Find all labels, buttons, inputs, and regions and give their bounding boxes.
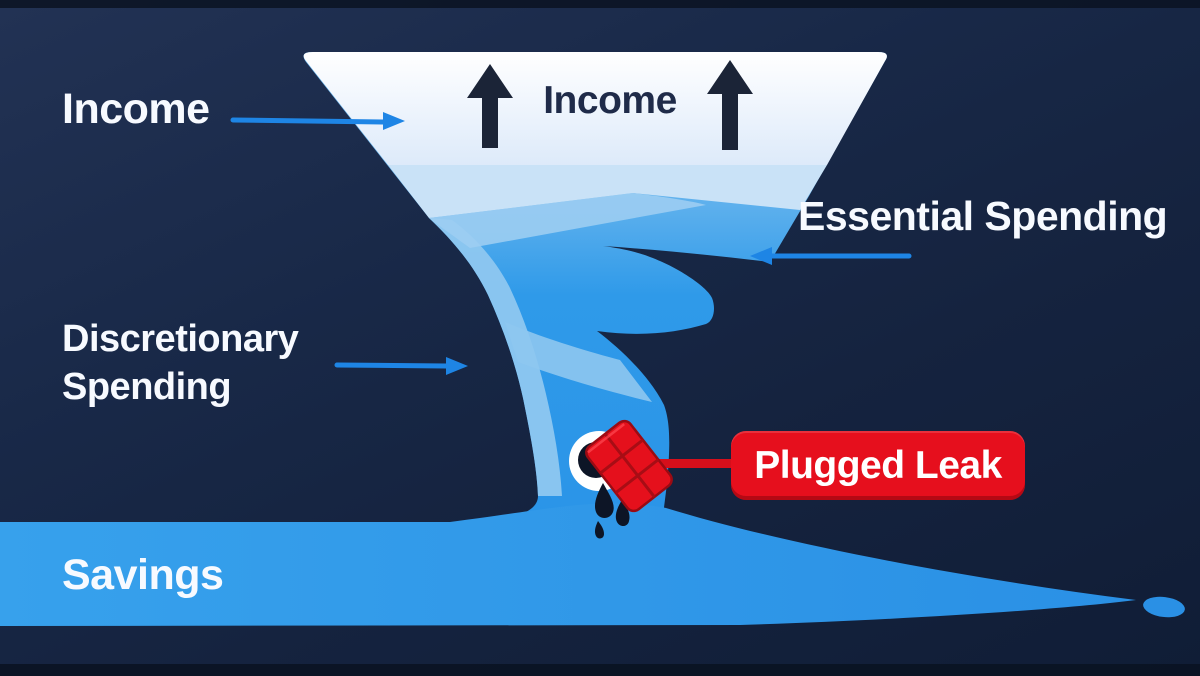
savings-stream	[0, 503, 1185, 626]
stream-droplet-blob	[1143, 596, 1185, 618]
up-arrow-icon	[467, 64, 513, 148]
funnel-medium-top-wedge	[429, 193, 706, 248]
up-arrow-icon	[707, 60, 753, 150]
left-arrow-icon	[750, 247, 912, 265]
plugged-leak-connector	[642, 459, 738, 468]
essential-spending-label: Essential Spending	[798, 193, 1168, 239]
right-arrow-icon	[334, 357, 468, 375]
income-side-label: Income	[62, 85, 210, 133]
funnel-income-label: Income	[543, 79, 677, 122]
leak	[569, 419, 738, 539]
discretionary-line-1: Discretionary	[62, 318, 299, 360]
label-pointers	[230, 112, 912, 375]
plugged-leak-badge: Plugged Leak	[731, 431, 1025, 500]
bottom-letterbox	[0, 664, 1200, 676]
discretionary-spending-label: Discretionary Spending	[62, 315, 299, 411]
funnel-mouth-arrows	[467, 60, 753, 150]
top-letterbox	[0, 0, 1200, 8]
funnel-light-band	[388, 165, 827, 218]
funnel-medium-ribbon	[429, 218, 562, 496]
savings-band	[0, 503, 1136, 626]
right-arrow-icon	[230, 112, 405, 130]
plugged-leak-label: Plugged Leak	[754, 443, 1002, 487]
discretionary-line-2: Spending	[62, 366, 232, 408]
patch-plug-icon	[585, 419, 673, 513]
funnel-medium-neck-band	[505, 322, 652, 402]
savings-label: Savings	[62, 551, 224, 599]
